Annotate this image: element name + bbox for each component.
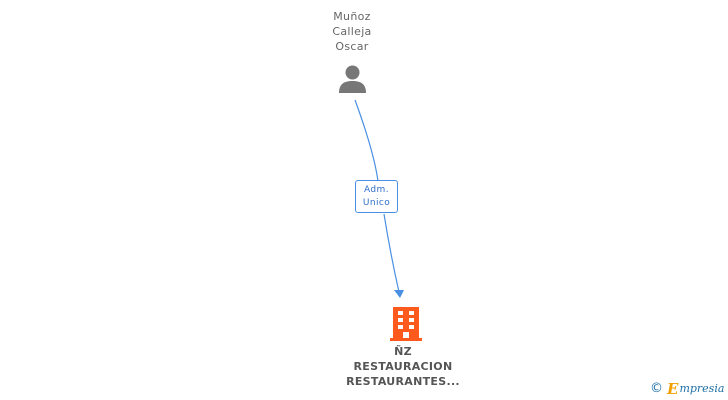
role-line-2: Unico [362, 198, 391, 208]
brand-name: mpresia [679, 382, 725, 395]
person-icon[interactable] [337, 64, 368, 94]
company-name-label[interactable]: ÑZ RESTAURACION RESTAURANTES... [313, 344, 493, 389]
building-icon[interactable] [390, 306, 422, 342]
company-name-line-3: RESTAURANTES... [346, 375, 460, 388]
company-name-line-1: ÑZ [394, 345, 412, 358]
role-line-1: Adm. [364, 185, 389, 195]
person-name-label[interactable]: Muñoz Calleja Oscar [302, 9, 402, 54]
brand-initial: E [667, 380, 679, 398]
edge-arrowhead [394, 290, 404, 298]
person-name-line-1: Muñoz [333, 10, 371, 23]
person-name-line-3: Oscar [335, 40, 369, 53]
brand-logo: © E mpresia [650, 380, 724, 398]
copyright-symbol: © [650, 381, 663, 396]
role-badge[interactable]: Adm. Unico [355, 180, 398, 213]
person-name-line-2: Calleja [332, 25, 372, 38]
company-name-line-2: RESTAURACION [353, 360, 453, 373]
